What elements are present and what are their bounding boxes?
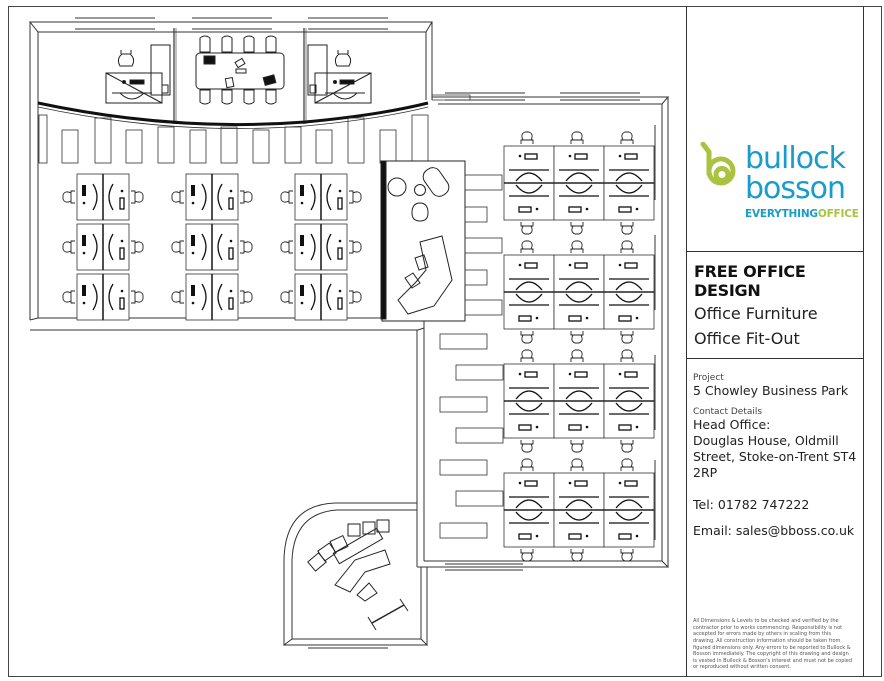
contact-label: Contact Details xyxy=(693,407,763,417)
private-office-right-furniture xyxy=(307,44,372,104)
bullock-bosson-logo-icon xyxy=(700,142,736,186)
heading-line-furniture: Office Furniture xyxy=(694,304,818,323)
top-offices xyxy=(28,17,471,320)
meeting-room-furniture xyxy=(195,35,285,105)
logo-text-bullock: bullock xyxy=(745,141,846,176)
east-desk-pods xyxy=(503,131,655,562)
heading-title: FREE OFFICE DESIGN xyxy=(694,262,806,300)
project-label: Project xyxy=(693,373,724,383)
west-desk-pods xyxy=(62,173,362,321)
west-storage-units xyxy=(38,114,429,164)
contact-address: Douglas House, Oldmill Street, Stoke-on-… xyxy=(693,433,857,480)
heading-line-fitout: Office Fit-Out xyxy=(694,329,800,348)
project-value: 5 Chowley Business Park xyxy=(693,383,849,398)
tagline-everything: EVERYTHING xyxy=(745,208,818,220)
tagline-office: OFFICE xyxy=(817,208,859,220)
contact-email: Email: sales@bboss.co.uk xyxy=(693,523,855,538)
logo-tagline: EVERYTHINGOFFICE xyxy=(745,208,859,220)
disclaimer-text: All Dimensions & Levels to be checked an… xyxy=(693,618,853,671)
private-office-left-furniture xyxy=(105,44,171,104)
reception-corner xyxy=(283,502,429,649)
east-storage-units xyxy=(439,174,504,539)
breakout-area xyxy=(380,160,466,322)
title-block: bullock bosson EVERYTHINGOFFICE FREE OFF… xyxy=(686,6,864,677)
info-section: Project 5 Chowley Business Park Contact … xyxy=(687,359,863,677)
contact-tel: Tel: 01782 747222 xyxy=(693,497,810,512)
heading-section: FREE OFFICE DESIGN Office Furniture Offi… xyxy=(687,252,863,359)
drawing-sheet-border xyxy=(8,6,882,677)
contact-head-office: Head Office: xyxy=(693,417,771,432)
east-walls xyxy=(416,92,670,571)
logo-text-bosson: bosson xyxy=(745,171,846,206)
logo-section: bullock bosson EVERYTHINGOFFICE xyxy=(687,6,863,252)
